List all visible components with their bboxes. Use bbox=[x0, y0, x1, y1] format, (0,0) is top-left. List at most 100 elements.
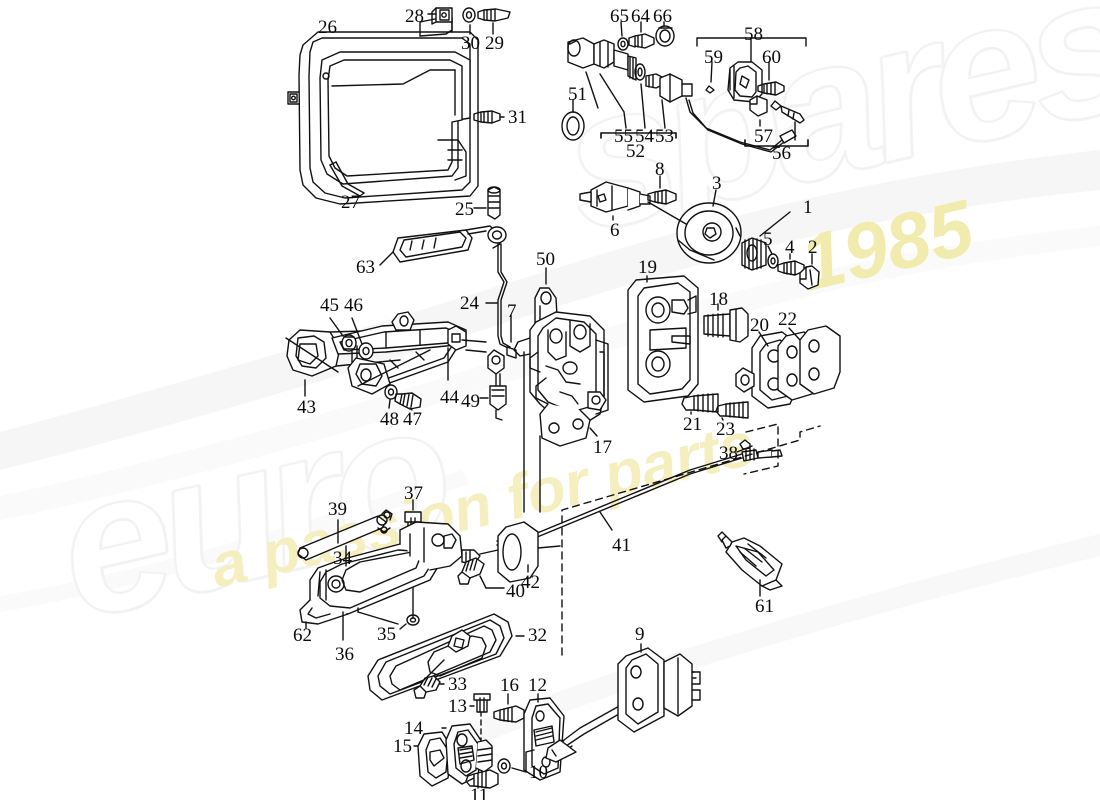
callout-15: 15 bbox=[393, 736, 412, 757]
callout-22: 22 bbox=[778, 309, 797, 330]
callout-8: 8 bbox=[655, 159, 665, 180]
callout-53: 53 bbox=[655, 126, 674, 147]
callout-36: 36 bbox=[335, 644, 354, 665]
callout-25: 25 bbox=[455, 199, 474, 220]
part-31-screw bbox=[473, 110, 501, 124]
callout-2: 2 bbox=[808, 237, 818, 258]
callout-60: 60 bbox=[762, 47, 781, 68]
part-39-link-rod bbox=[297, 509, 393, 561]
callout-44: 44 bbox=[440, 387, 459, 408]
part-16-screw bbox=[493, 705, 525, 723]
callout-41: 41 bbox=[612, 535, 631, 556]
callout-56: 56 bbox=[772, 143, 791, 164]
callout-27: 27 bbox=[341, 192, 360, 213]
callout-38: 38 bbox=[719, 443, 738, 464]
part-3-drive-disc bbox=[676, 202, 742, 264]
part-47-screw bbox=[394, 392, 422, 410]
part-49-actuator bbox=[487, 349, 507, 421]
part-35-grommet bbox=[406, 614, 420, 626]
part-14-hinge bbox=[445, 723, 493, 785]
callout-23: 23 bbox=[716, 419, 735, 440]
callout-26: 26 bbox=[318, 17, 337, 38]
part-40-screw bbox=[457, 557, 485, 585]
callout-24: 24 bbox=[460, 293, 479, 314]
part-8-screw bbox=[647, 189, 677, 205]
callout-6: 6 bbox=[610, 220, 620, 241]
part-59-clip bbox=[705, 85, 715, 94]
part-64-screw bbox=[628, 33, 655, 49]
callout-63: 63 bbox=[356, 257, 375, 278]
callout-31: 31 bbox=[508, 107, 527, 128]
callout-1: 1 bbox=[803, 197, 813, 218]
callout-51: 51 bbox=[568, 84, 587, 105]
part-1-roller bbox=[741, 237, 767, 271]
callout-48: 48 bbox=[380, 409, 399, 430]
part-10-washer bbox=[497, 758, 511, 774]
callout-29: 29 bbox=[485, 33, 504, 54]
part-33-screw bbox=[413, 675, 441, 699]
part-60-screw bbox=[757, 81, 785, 96]
part-30-washer bbox=[462, 7, 476, 23]
part-61-lubricant-tube bbox=[717, 531, 783, 591]
part-19-actuator-module bbox=[627, 275, 699, 403]
callout-58: 58 bbox=[744, 24, 763, 45]
part-2-cap bbox=[799, 265, 820, 290]
part-5-washer bbox=[767, 253, 779, 269]
part-18-screw bbox=[703, 307, 749, 343]
callout-10: 10 bbox=[529, 762, 548, 783]
callout-32: 32 bbox=[528, 625, 547, 646]
part-34-handle-base bbox=[299, 521, 499, 625]
callout-46: 46 bbox=[344, 295, 363, 316]
part-45-nut bbox=[341, 334, 357, 352]
part-29-screw bbox=[477, 8, 511, 22]
callout-66: 66 bbox=[653, 6, 672, 27]
part-65-washer bbox=[617, 37, 629, 51]
callout-61: 61 bbox=[755, 596, 774, 617]
callout-59: 59 bbox=[704, 47, 723, 68]
callout-43: 43 bbox=[297, 397, 316, 418]
callout-65: 65 bbox=[610, 6, 629, 27]
part-44-regulator bbox=[331, 311, 487, 395]
callout-4: 4 bbox=[785, 237, 795, 258]
callout-45: 45 bbox=[320, 295, 339, 316]
part-6-switch bbox=[579, 181, 651, 213]
callout-21: 21 bbox=[683, 414, 702, 435]
callout-47: 47 bbox=[403, 409, 422, 430]
callout-18: 18 bbox=[709, 289, 728, 310]
callout-20: 20 bbox=[750, 315, 769, 336]
callout-30: 30 bbox=[461, 33, 480, 54]
callout-52: 52 bbox=[626, 141, 645, 162]
part-17-door-lock bbox=[513, 311, 609, 447]
callout-9: 9 bbox=[635, 624, 645, 645]
part-46-washer bbox=[358, 342, 374, 360]
part-56-key bbox=[770, 100, 805, 124]
callout-16: 16 bbox=[500, 675, 519, 696]
part-28-clip bbox=[431, 7, 453, 25]
part-23-screw bbox=[715, 401, 749, 419]
callout-49: 49 bbox=[461, 391, 480, 412]
part-4-screw bbox=[777, 260, 805, 276]
callout-13: 13 bbox=[448, 696, 467, 717]
part-21-screw bbox=[681, 393, 719, 413]
part-15-gasket bbox=[417, 731, 453, 787]
callout-17: 17 bbox=[593, 437, 612, 458]
part-22-shims bbox=[777, 325, 841, 401]
callout-57: 57 bbox=[754, 126, 773, 147]
part-32-handle-bezel bbox=[367, 613, 513, 701]
part-11-screw bbox=[465, 769, 499, 789]
callout-7: 7 bbox=[507, 301, 517, 322]
part-51-seal bbox=[561, 111, 585, 141]
callout-42: 42 bbox=[521, 572, 540, 593]
part-48-washer bbox=[384, 384, 398, 400]
callout-12: 12 bbox=[528, 675, 547, 696]
part-13-pin bbox=[473, 693, 491, 741]
callout-19: 19 bbox=[638, 257, 657, 278]
callout-37: 37 bbox=[404, 483, 423, 504]
callout-55: 55 bbox=[614, 126, 633, 147]
callout-39: 39 bbox=[328, 499, 347, 520]
callout-3: 3 bbox=[712, 173, 722, 194]
callout-34: 34 bbox=[333, 548, 352, 569]
